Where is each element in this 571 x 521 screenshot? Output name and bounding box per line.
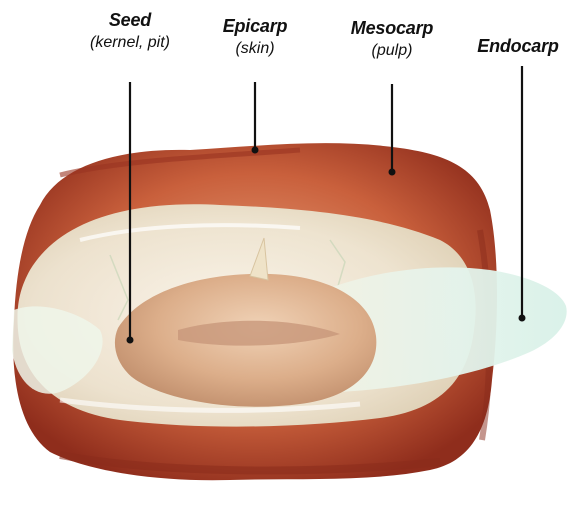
endocarp-label-name: Endocarp bbox=[466, 36, 570, 57]
epicarp-label: Epicarp (skin) bbox=[195, 16, 315, 58]
epicarp-leader-dot bbox=[252, 147, 259, 154]
seed-label-sub: (kernel, pit) bbox=[60, 34, 200, 52]
mesocarp-label-name: Mesocarp bbox=[330, 18, 454, 39]
epicarp-label-name: Epicarp bbox=[195, 16, 315, 37]
seed-label: Seed (kernel, pit) bbox=[60, 10, 200, 52]
epicarp-label-sub: (skin) bbox=[195, 40, 315, 58]
mesocarp-label: Mesocarp (pulp) bbox=[330, 18, 454, 60]
endocarp-leader-dot bbox=[519, 315, 526, 322]
mesocarp-label-sub: (pulp) bbox=[330, 42, 454, 60]
seed-label-name: Seed bbox=[60, 10, 200, 31]
mesocarp-leader-dot bbox=[389, 169, 396, 176]
seed-leader-dot bbox=[127, 337, 134, 344]
endocarp-label: Endocarp bbox=[466, 36, 570, 57]
